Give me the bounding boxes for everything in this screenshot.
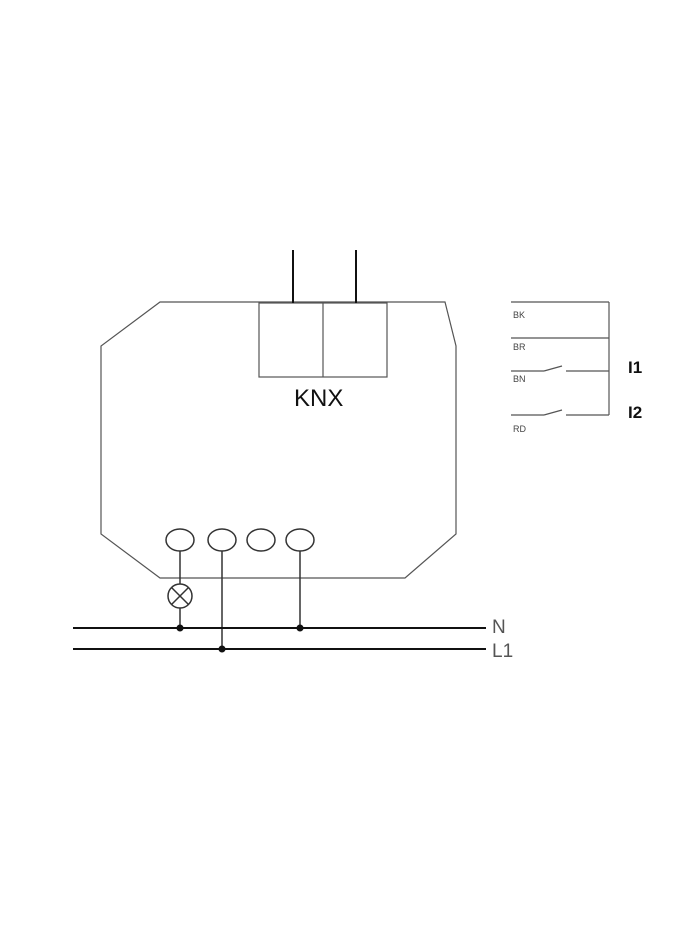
- input-label-i2: I2: [628, 403, 642, 422]
- wire-label-bn: BN: [513, 374, 526, 384]
- lamp-icon: [167, 583, 193, 609]
- wire-label-bk: BK: [513, 310, 525, 320]
- neutral-line-label: N: [492, 617, 506, 638]
- terminal-3: [246, 528, 276, 552]
- terminal-4: [285, 528, 315, 552]
- input-wiring: [511, 301, 610, 416]
- junction-dot: [296, 624, 304, 632]
- wire-label-br: BR: [513, 342, 526, 352]
- junction-dot: [176, 624, 184, 632]
- device-housing: [100, 301, 457, 579]
- terminal-2: [207, 528, 237, 552]
- contact-i2: [543, 409, 563, 416]
- knx-label: KNX: [294, 385, 343, 412]
- input-label-i1: I1: [628, 358, 642, 377]
- terminal-1: [165, 528, 195, 552]
- wire-label-rd: RD: [513, 424, 526, 434]
- contact-i1: [543, 365, 563, 372]
- phase-line-label: L1: [492, 641, 513, 662]
- junction-dot: [218, 645, 226, 653]
